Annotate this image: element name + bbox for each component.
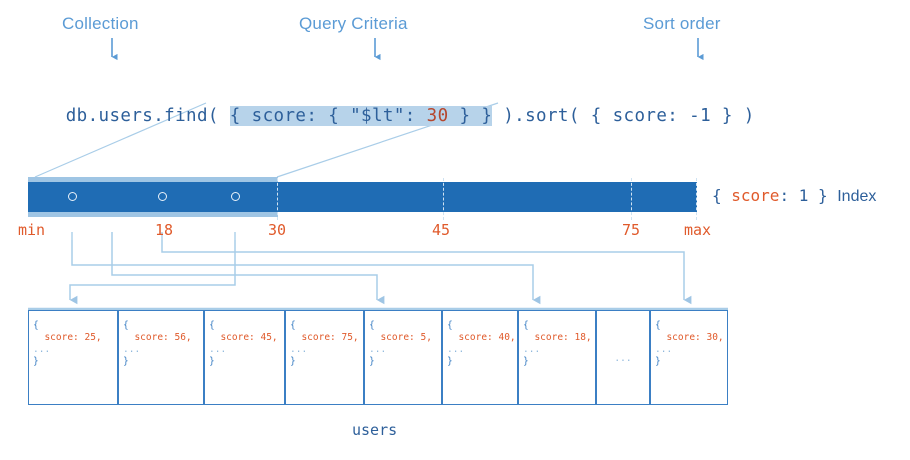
doc-close-brace: }	[33, 356, 39, 367]
doc-ellipsis: ...	[123, 344, 141, 355]
doc-close-brace: }	[447, 356, 453, 367]
doc-ellipsis: ...	[614, 353, 632, 364]
document-box: { score: 18, ... }	[518, 310, 596, 405]
index-tick-30	[277, 178, 278, 220]
axis-label-45: 45	[432, 221, 451, 239]
document-box: { score: 5, ... }	[364, 310, 442, 405]
doc-field: score: 5,	[369, 332, 432, 343]
index-caption-key: score	[731, 186, 780, 205]
index-bar	[28, 182, 697, 212]
doc-ellipsis: ...	[655, 344, 673, 355]
doc-close-brace: }	[523, 356, 529, 367]
document-box: ...	[596, 310, 650, 405]
document-body: { score: 25, ... }	[29, 311, 117, 368]
callout-label-sort-order: Sort order	[643, 14, 721, 33]
index-to-doc-connector-3	[69, 232, 236, 305]
doc-open-brace: {	[447, 320, 453, 331]
doc-field: score: 30,	[655, 332, 724, 343]
document-body: { score: 40, ... }	[443, 311, 517, 368]
index-entry-marker-3	[231, 192, 240, 201]
doc-open-brace: {	[290, 320, 296, 331]
query-criteria-highlight: { score: { "$lt": 30 } }	[229, 106, 493, 126]
doc-field: score: 56,	[123, 332, 192, 343]
document-box: { score: 25, ... }	[28, 310, 118, 405]
doc-ellipsis: ...	[523, 344, 541, 355]
doc-open-brace: {	[33, 320, 39, 331]
index-tick-45	[443, 178, 444, 220]
query-suffix: ).sort( { score: -1 } )	[492, 106, 755, 126]
axis-label-75: 75	[622, 221, 641, 239]
index-entry-marker-2	[158, 192, 167, 201]
document-body: { score: 30, ... }	[651, 311, 727, 368]
doc-ellipsis: ...	[33, 344, 51, 355]
callout-label-collection: Collection	[62, 14, 139, 33]
doc-field: score: 45,	[209, 332, 278, 343]
doc-field: score: 75,	[290, 332, 359, 343]
axis-label-30: 30	[268, 221, 287, 239]
index-to-doc-connector-1	[71, 232, 541, 305]
doc-open-brace: {	[123, 320, 129, 331]
doc-ellipsis: ...	[369, 344, 387, 355]
query-criteria-after: } }	[448, 106, 493, 126]
doc-open-brace: {	[209, 320, 215, 331]
query-prefix: db.users.find(	[65, 106, 230, 126]
document-body: { score: 75, ... }	[286, 311, 363, 368]
doc-close-brace: }	[290, 356, 296, 367]
index-tick-75	[631, 178, 632, 220]
doc-ellipsis: ...	[447, 344, 465, 355]
document-box: { score: 40, ... }	[442, 310, 518, 405]
collection-name-label: users	[352, 421, 398, 439]
index-entry-marker-1	[68, 192, 77, 201]
axis-label-max: max	[684, 221, 712, 239]
query-criteria-before: { score: { "$lt":	[229, 106, 427, 126]
axis-label-min: min	[18, 221, 46, 239]
doc-close-brace: }	[123, 356, 129, 367]
axis-label-18: 18	[155, 221, 174, 239]
index-caption-rest: : 1 }	[779, 186, 838, 205]
doc-close-brace: }	[209, 356, 215, 367]
doc-close-brace: }	[369, 356, 375, 367]
doc-ellipsis: ...	[209, 344, 227, 355]
document-box: { score: 30, ... }	[650, 310, 728, 405]
document-box: { score: 56, ... }	[118, 310, 204, 405]
doc-open-brace: {	[655, 320, 661, 331]
callout-label-query-criteria: Query Criteria	[299, 14, 408, 33]
index-caption: { score: 1 } Index	[712, 186, 876, 206]
index-tick-max	[696, 178, 697, 220]
doc-open-brace: {	[523, 320, 529, 331]
document-body: { score: 18, ... }	[519, 311, 595, 368]
doc-ellipsis: ...	[290, 344, 308, 355]
query-criteria-value: 30	[426, 106, 449, 126]
document-body: { score: 5, ... }	[365, 311, 441, 368]
document-box: { score: 45, ... }	[204, 310, 285, 405]
document-box: { score: 75, ... }	[285, 310, 364, 405]
document-body: { score: 45, ... }	[205, 311, 284, 368]
doc-field: score: 25,	[33, 332, 102, 343]
doc-field: score: 40,	[447, 332, 516, 343]
index-to-doc-connector-2	[161, 232, 692, 305]
query-code-line: db.users.find( { score: { "$lt": 30 } } …	[22, 74, 755, 126]
doc-open-brace: {	[369, 320, 375, 331]
doc-field: score: 18,	[523, 332, 592, 343]
index-to-doc-connector-4	[111, 232, 385, 305]
index-caption-open: {	[712, 186, 732, 205]
doc-close-brace: }	[655, 356, 661, 367]
document-body: { score: 56, ... }	[119, 311, 203, 368]
index-caption-word: Index	[837, 188, 877, 205]
